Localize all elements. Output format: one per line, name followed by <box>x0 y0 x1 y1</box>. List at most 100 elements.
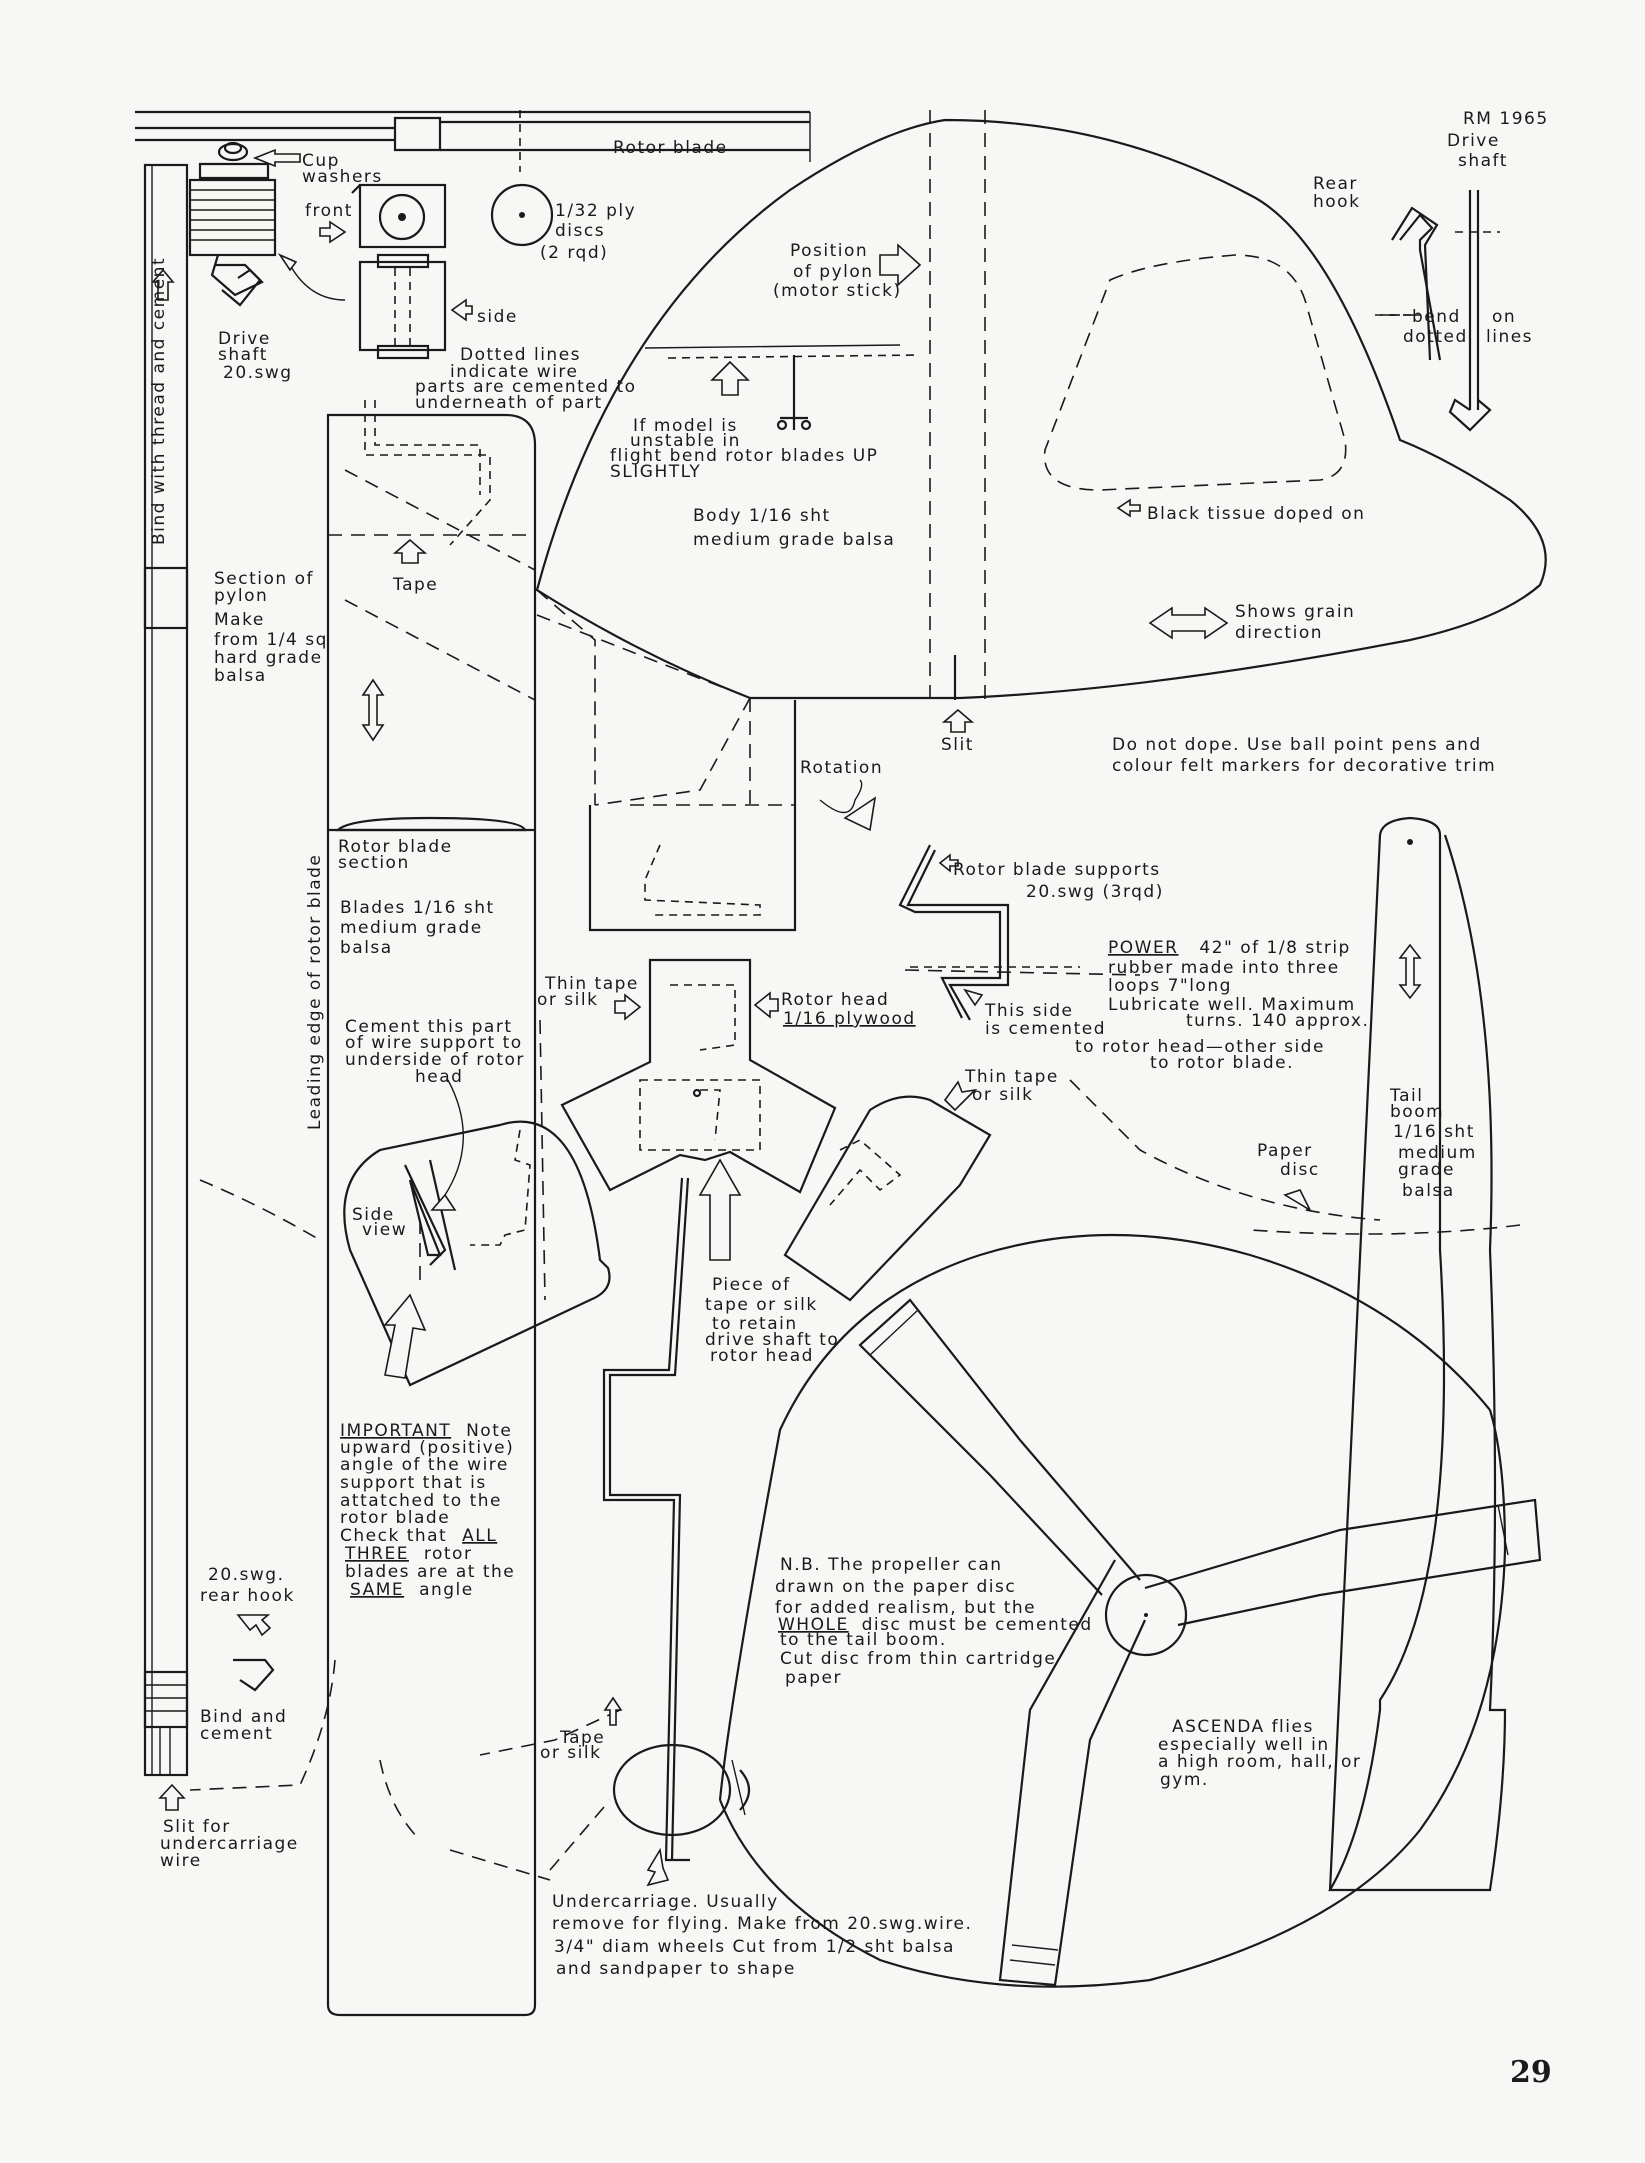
dotted-lines-note: Dotted lines <box>460 345 581 365</box>
bind-thread-label: Bind with thread and cement <box>149 257 169 545</box>
tape-silk-label: or silk <box>540 1743 601 1763</box>
rotor-head-label: 1/16 plywood <box>783 1009 916 1029</box>
thin-tape-label-right: Thin tape <box>964 1067 1059 1087</box>
unstable-note: If model is <box>633 416 738 436</box>
thin-tape-label-right: or silk <box>972 1085 1033 1105</box>
ascenda-note: especially well in <box>1158 1735 1330 1755</box>
rear-hook-pylon: rear hook <box>200 1586 295 1606</box>
cement-part-note: Cement this part <box>345 1017 512 1037</box>
power-label: POWER 42" of 1/8 strip <box>1108 938 1351 958</box>
front-label: front <box>305 201 353 221</box>
cement-part-note: underside of rotor <box>345 1050 525 1070</box>
ply-disc-detail <box>490 183 554 247</box>
propeller-note: WHOLE disc must be cemented <box>778 1615 1093 1635</box>
important-note: SAME angle <box>350 1580 474 1600</box>
undercarriage-note: and sandpaper to shape <box>556 1959 796 1979</box>
this-side-note: to rotor blade. <box>1150 1053 1294 1073</box>
rear-hook-label: hook <box>1313 192 1360 212</box>
undercarriage-wire <box>602 1177 751 1862</box>
power-note: loops 7"long <box>1108 976 1232 996</box>
rotor-head-plate <box>560 958 837 1194</box>
important-note: IMPORTANT Note <box>340 1421 512 1441</box>
plan-ref: RM 1965 <box>1463 109 1549 129</box>
bend-label: lines <box>1486 327 1533 347</box>
dotted-lines-note: underneath of part <box>415 393 603 413</box>
important-note: attatched to the <box>340 1491 502 1511</box>
drive-shaft-label: Drive <box>218 329 271 349</box>
this-side-note: This side <box>984 1001 1073 1021</box>
power-note: turns. 140 approx. <box>1186 1011 1369 1031</box>
tail-boom <box>1328 816 1507 1892</box>
undercarriage-note: 3/4" diam wheels Cut from 1/2 sht balsa <box>554 1937 955 1957</box>
rear-hook-pylon: 20.swg. <box>208 1565 285 1585</box>
blade-section-label: Rotor blade <box>338 837 453 857</box>
ascenda-note: gym. <box>1160 1770 1209 1790</box>
slit-undercarriage: undercarriage <box>160 1834 299 1854</box>
propeller-note: Cut disc from thin cartridge <box>780 1649 1056 1669</box>
rotor-blade-top-detail <box>135 110 811 172</box>
slit-undercarriage: wire <box>160 1851 202 1871</box>
piece-of-tape-note: to retain <box>712 1314 798 1334</box>
pylon <box>143 163 189 1777</box>
dope-note: Do not dope. Use ball point pens and <box>1112 735 1482 755</box>
blade-section-label: section <box>338 853 410 873</box>
supports-label: 20.swg (3rqd) <box>1026 882 1164 902</box>
important-note: upward (positive) <box>340 1438 514 1458</box>
ascenda-note: a high room, hall, or <box>1158 1752 1361 1772</box>
drive-shaft-label: shaft <box>218 345 268 365</box>
propeller-note: N.B. The propeller can <box>780 1555 1003 1575</box>
tape-silk-label: Tape <box>559 1728 605 1748</box>
ply-discs-label: discs <box>555 221 605 241</box>
rear-hook-left <box>233 1658 275 1692</box>
propeller-note: paper <box>785 1668 842 1688</box>
bend-label: on <box>1492 307 1516 327</box>
pylon-position-label: Position <box>790 241 868 261</box>
bend-label: dotted <box>1403 327 1468 347</box>
supports-label: Rotor blade supports <box>953 860 1161 880</box>
drive-shaft-right <box>1375 190 1500 432</box>
rotor-blade-lower-left <box>343 1120 611 1387</box>
rotor-blade-support-wire <box>898 844 1010 1021</box>
important-note: THREE rotor <box>344 1544 472 1564</box>
black-tissue-label: Black tissue doped on <box>1147 504 1365 524</box>
blades-material: medium grade <box>340 918 483 938</box>
unstable-note: flight bend rotor blades UP <box>610 446 878 466</box>
leading-edge-label: Leading edge of rotor blade <box>305 854 325 1130</box>
tail-boom-label: balsa <box>1402 1181 1455 1201</box>
slit-undercarriage: Slit for <box>163 1817 231 1837</box>
cup-washers <box>188 141 277 297</box>
important-note: support that is <box>340 1473 487 1493</box>
grain-label: direction <box>1235 623 1323 643</box>
important-note: Check that ALL <box>340 1526 497 1546</box>
unstable-note: unstable in <box>630 431 741 451</box>
propeller-note: for added realism, but the <box>775 1598 1036 1618</box>
paper-disc <box>718 1224 1542 1988</box>
tail-boom-label: 1/16 sht <box>1393 1122 1475 1142</box>
drive-shaft-title: shaft <box>1458 151 1508 171</box>
drive-shaft-label: 20.swg <box>223 363 293 383</box>
blades-material: balsa <box>340 938 393 958</box>
power-note: rubber made into three <box>1108 958 1340 978</box>
propeller-note: to the tail boom. <box>780 1630 947 1650</box>
this-side-note: is cemented <box>985 1019 1106 1039</box>
cement-part-note: of wire support to <box>345 1033 523 1053</box>
this-side-note: to rotor head—other side <box>1075 1037 1325 1057</box>
pylon-material: hard grade <box>214 648 323 668</box>
important-note: blades are at the <box>345 1562 515 1582</box>
tail-boom-label: medium <box>1398 1143 1477 1163</box>
piece-of-tape-note: Piece of <box>712 1275 791 1295</box>
slit-label: Slit <box>941 735 974 755</box>
construction-lines <box>536 589 797 932</box>
side-label: side <box>477 307 518 327</box>
front-view-detail <box>351 183 447 249</box>
piece-of-tape-note: drive shaft to <box>705 1330 839 1350</box>
tape-label: Tape <box>392 575 438 595</box>
rotation-label: Rotation <box>800 758 883 778</box>
dotted-lines-note: indicate wire <box>450 362 579 382</box>
pylon-material: Make <box>214 610 265 630</box>
rotor-blade-label: Rotor blade <box>613 138 728 158</box>
cement-part-note: head <box>415 1067 463 1087</box>
cup-washers-label: washers <box>302 167 383 187</box>
pylon-position-label: (motor stick) <box>773 281 902 301</box>
body-material: Body 1/16 sht <box>693 506 831 526</box>
